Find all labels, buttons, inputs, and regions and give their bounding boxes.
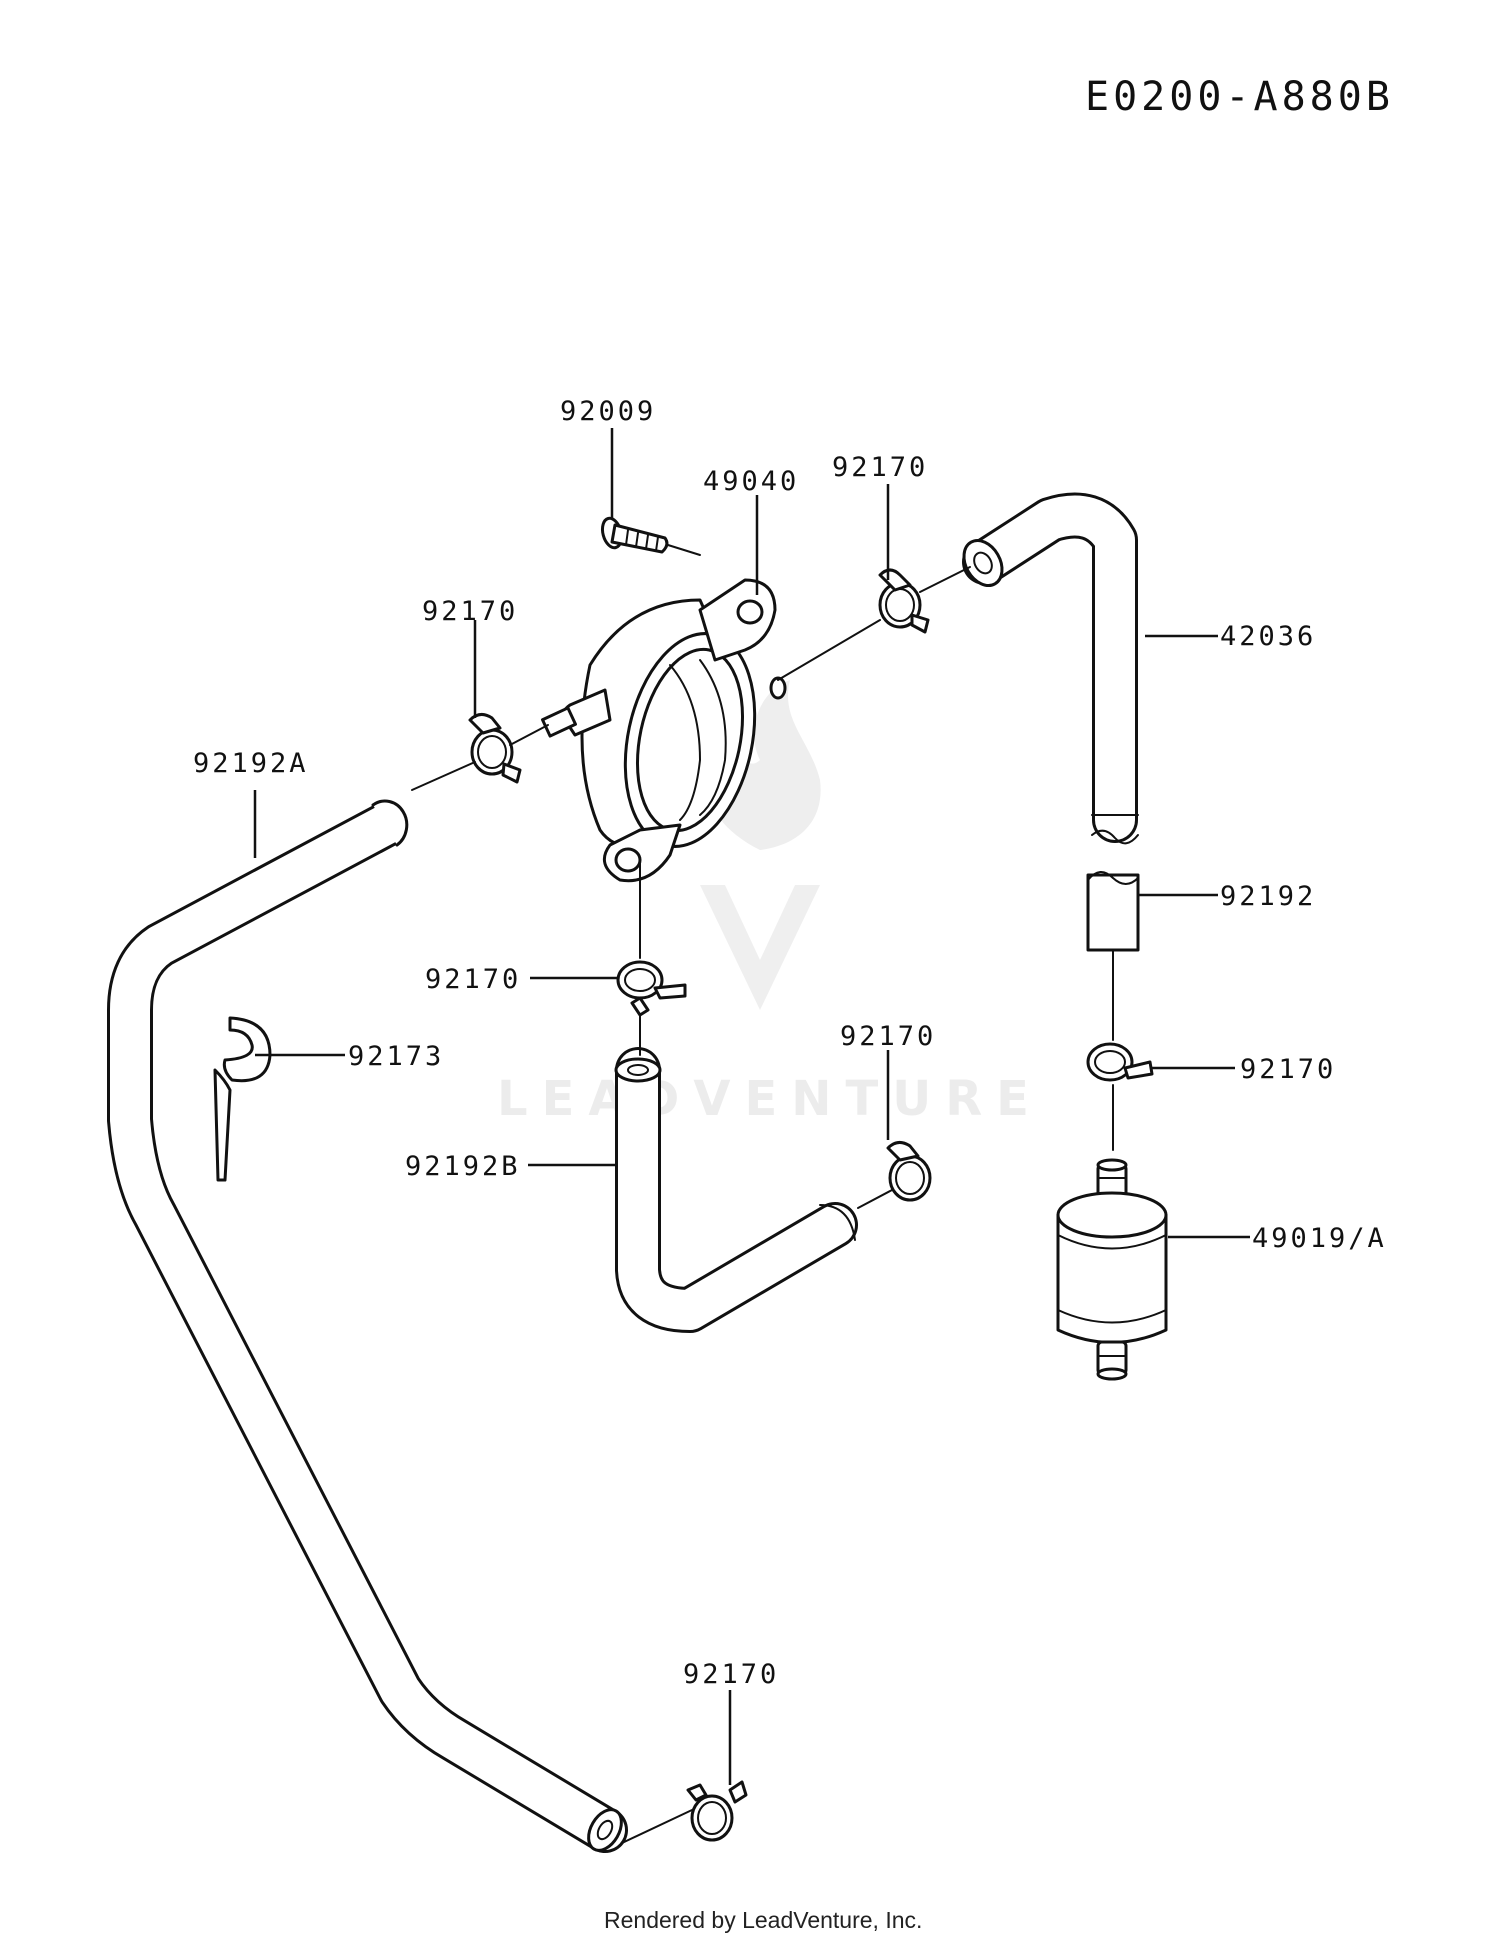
clamp-bottom-92170[interactable] bbox=[686, 1780, 748, 1842]
part-label-92192a[interactable]: 92192A bbox=[193, 748, 309, 779]
hose-bent-92192b[interactable] bbox=[614, 1047, 858, 1333]
clamp-middle-92170[interactable] bbox=[616, 960, 687, 1017]
footer-credit: Rendered by LeadVenture, Inc. bbox=[604, 1907, 922, 1933]
part-label-92170-bottom[interactable]: 92170 bbox=[683, 1659, 779, 1690]
part-label-92009[interactable]: 92009 bbox=[560, 396, 656, 427]
part-label-92170-top-left[interactable]: 92170 bbox=[422, 596, 518, 627]
clamp-filter-92170[interactable] bbox=[1086, 1042, 1154, 1082]
fuel-pump-49040[interactable] bbox=[541, 578, 787, 883]
hose-long-92192a[interactable] bbox=[107, 799, 628, 1856]
watermark-flame-icon bbox=[706, 680, 821, 850]
leader-lines bbox=[253, 428, 1250, 1785]
part-label-92170-middle[interactable]: 92170 bbox=[425, 964, 521, 995]
watermark-v-icon bbox=[700, 885, 820, 1010]
part-label-92170-center-right[interactable]: 92170 bbox=[840, 1021, 936, 1052]
watermark-text: LEADVENTURE bbox=[497, 1071, 1043, 1127]
part-labels: 92009 49040 92170 92170 42036 92192A 921… bbox=[193, 396, 1387, 1690]
hose-right-42036[interactable] bbox=[956, 492, 1139, 845]
part-label-92173[interactable]: 92173 bbox=[348, 1041, 444, 1072]
screw-92009[interactable] bbox=[599, 516, 669, 554]
clamp-center-right-92170[interactable] bbox=[886, 1141, 932, 1202]
part-label-42036[interactable]: 42036 bbox=[1220, 621, 1316, 652]
watermark: LEADVENTURE bbox=[497, 680, 1043, 1127]
part-label-92170-top-right[interactable]: 92170 bbox=[832, 452, 928, 483]
assembly-lines bbox=[411, 544, 1114, 1844]
clamp-top-left-92170[interactable] bbox=[468, 713, 522, 784]
fuel-filter-49019a[interactable] bbox=[1056, 1158, 1168, 1381]
part-label-92192b[interactable]: 92192B bbox=[405, 1151, 521, 1182]
clip-92173[interactable] bbox=[213, 1016, 272, 1182]
diagram-code: E0200-A880B bbox=[1085, 74, 1394, 120]
hose-short-92192[interactable] bbox=[1086, 871, 1140, 952]
part-label-92170-filter[interactable]: 92170 bbox=[1240, 1054, 1336, 1085]
part-label-49019a[interactable]: 49019/A bbox=[1252, 1223, 1387, 1254]
part-label-49040[interactable]: 49040 bbox=[703, 466, 799, 497]
part-label-92192[interactable]: 92192 bbox=[1220, 881, 1316, 912]
clamp-top-right-92170[interactable] bbox=[878, 568, 930, 634]
